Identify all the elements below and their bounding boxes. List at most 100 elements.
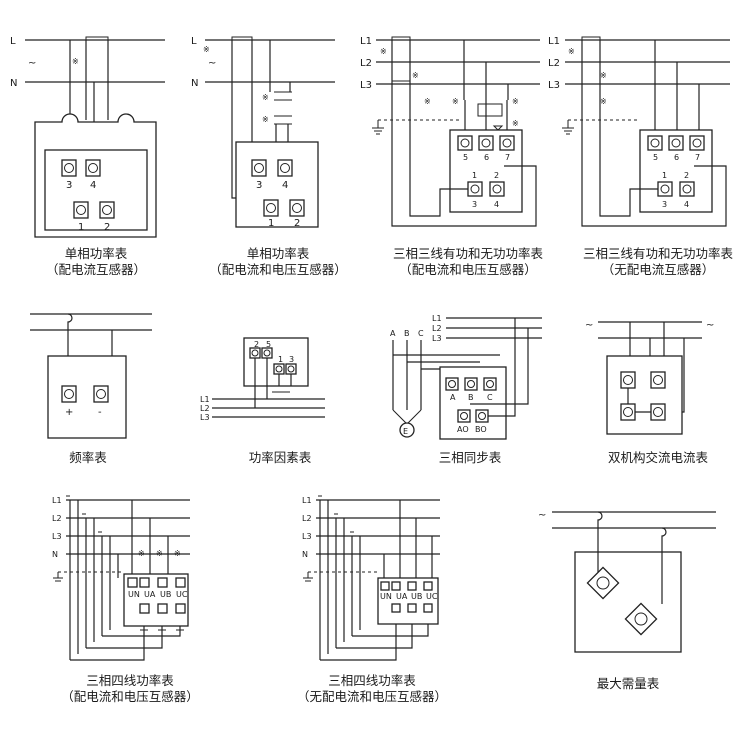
svg-text:~: ~ [538,510,546,521]
svg-text:L1: L1 [52,496,62,505]
terminal-4 [85,159,101,177]
ground-icon [372,120,384,135]
svg-text:※: ※ [380,47,387,56]
svg-text:※: ※ [203,45,210,54]
svg-text:1: 1 [278,355,283,364]
diagram-single-phase-ct-vt: L N ~ ※ ※ ※ 3 4 1 2 单相功率表 （配电流和电压互感器） [191,36,347,277]
svg-text:UC: UC [176,590,188,599]
ac-symbol: ~ [28,58,36,69]
svg-text:4: 4 [90,180,96,191]
svg-text:双机构交流电流表: 双机构交流电流表 [608,450,709,465]
svg-text:7: 7 [695,153,700,162]
diagram-dual-ac-ammeter: ~ ~ 双机构交流电流表 [585,320,714,465]
svg-text:L2: L2 [302,514,312,523]
svg-text:N: N [302,550,308,559]
svg-text:（无配电流互感器）: （无配电流互感器） [602,262,715,277]
svg-text:※: ※ [412,71,419,80]
diagram-max-demand-meter: ~ 最大需量表 [538,510,716,691]
terminal-3 [61,159,77,177]
svg-text:A: A [450,393,456,402]
svg-text:L: L [191,36,197,47]
svg-text:6: 6 [674,153,679,162]
svg-text:L2: L2 [52,514,62,523]
svg-text:A: A [390,329,396,338]
svg-text:B: B [404,329,410,338]
svg-text:4: 4 [494,200,499,209]
svg-text:~: ~ [208,58,216,69]
svg-text:三相三线有功和无功功率表: 三相三线有功和无功功率表 [583,246,734,261]
svg-text:UB: UB [411,592,422,601]
svg-text:三相四线功率表: 三相四线功率表 [86,673,174,688]
terminal-2 [99,201,115,219]
svg-text:~: ~ [585,320,593,331]
terminal-4 [277,159,293,177]
svg-text:最大需量表: 最大需量表 [597,676,660,691]
terminal-3 [251,159,267,177]
svg-text:5: 5 [463,153,468,162]
vt-coil-icon [274,91,292,125]
svg-text:※: ※ [72,57,79,66]
caption-subtitle: （配电流互感器） [46,262,146,277]
ct-coil-icon [140,629,184,637]
svg-text:L1: L1 [200,395,210,404]
svg-text:~: ~ [706,320,714,331]
svg-text:3: 3 [66,180,72,191]
svg-text:三相三线有功和无功功率表: 三相三线有功和无功功率表 [393,246,544,261]
svg-text:※: ※ [262,115,269,124]
svg-text:1: 1 [472,171,477,180]
svg-text:3: 3 [289,355,294,364]
svg-text:5: 5 [653,153,658,162]
svg-text:L1: L1 [360,36,372,47]
diagram-3p3w-ct-vt: L1 L2 L3 ※ ※ ※ ※ ※ ※ 5 6 7 1 2 3 4 三相三线有… [360,36,543,277]
diagram-3p3w-no-ct: L1 L2 L3 ※ ※ ※ 5 6 7 1 2 3 4 三相三线有功和无功功率… [548,36,733,277]
caption-title: 单相功率表 [65,246,128,261]
ct-coil-icon [85,36,109,40]
svg-text:L2: L2 [200,404,210,413]
svg-text:※: ※ [452,97,459,106]
generator-icon [399,422,415,438]
svg-text:C: C [487,393,493,402]
svg-text:※: ※ [512,97,519,106]
svg-text:C: C [418,329,424,338]
svg-text:7: 7 [505,153,510,162]
svg-text:BO: BO [475,425,487,434]
svg-text:L3: L3 [548,80,560,91]
diagram-3phase-synchroscope: A B C L1 L2 L3 E A B C AO BO 三相同步表 [390,314,542,465]
line-label-L: L [10,36,16,47]
svg-text:三相同步表: 三相同步表 [439,450,502,465]
svg-text:※: ※ [600,71,607,80]
svg-text:功率因素表: 功率因素表 [249,450,312,465]
svg-text:频率表: 频率表 [69,450,107,465]
svg-text:※: ※ [174,549,181,558]
svg-text:4: 4 [282,180,288,191]
svg-text:3: 3 [662,200,667,209]
svg-text:单相功率表: 单相功率表 [247,246,310,261]
svg-text:L2: L2 [548,58,560,69]
svg-text:L1: L1 [302,496,312,505]
svg-text:L1: L1 [432,314,442,323]
diagram-single-phase-ct: L N ~ ※ 3 4 1 2 单相功率表 （配电流互感器） [10,36,165,277]
svg-text:2: 2 [254,340,259,349]
svg-text:※: ※ [262,93,269,102]
svg-text:（配电流和电压互感器）: （配电流和电压互感器） [209,262,347,277]
svg-text:※: ※ [568,47,575,56]
svg-text:※: ※ [512,119,519,128]
ct-coil-icon [391,36,411,84]
ground-icon [562,120,574,135]
svg-text:※: ※ [138,549,145,558]
svg-text:（无配电流和电压互感器）: （无配电流和电压互感器） [297,689,447,704]
svg-text:L3: L3 [302,532,312,541]
line-label-N: N [10,78,17,89]
svg-text:（配电流和电压互感器）: （配电流和电压互感器） [399,262,537,277]
terminal-diamond-1 [586,566,620,600]
svg-text:※: ※ [600,97,607,106]
plus-label: + [65,407,73,418]
ground-icon [53,572,63,582]
terminal-diamond-2 [624,602,658,636]
svg-text:B: B [468,393,474,402]
svg-text:2: 2 [684,171,689,180]
svg-text:2: 2 [104,222,110,233]
svg-text:5: 5 [266,340,271,349]
svg-text:UA: UA [396,592,408,601]
